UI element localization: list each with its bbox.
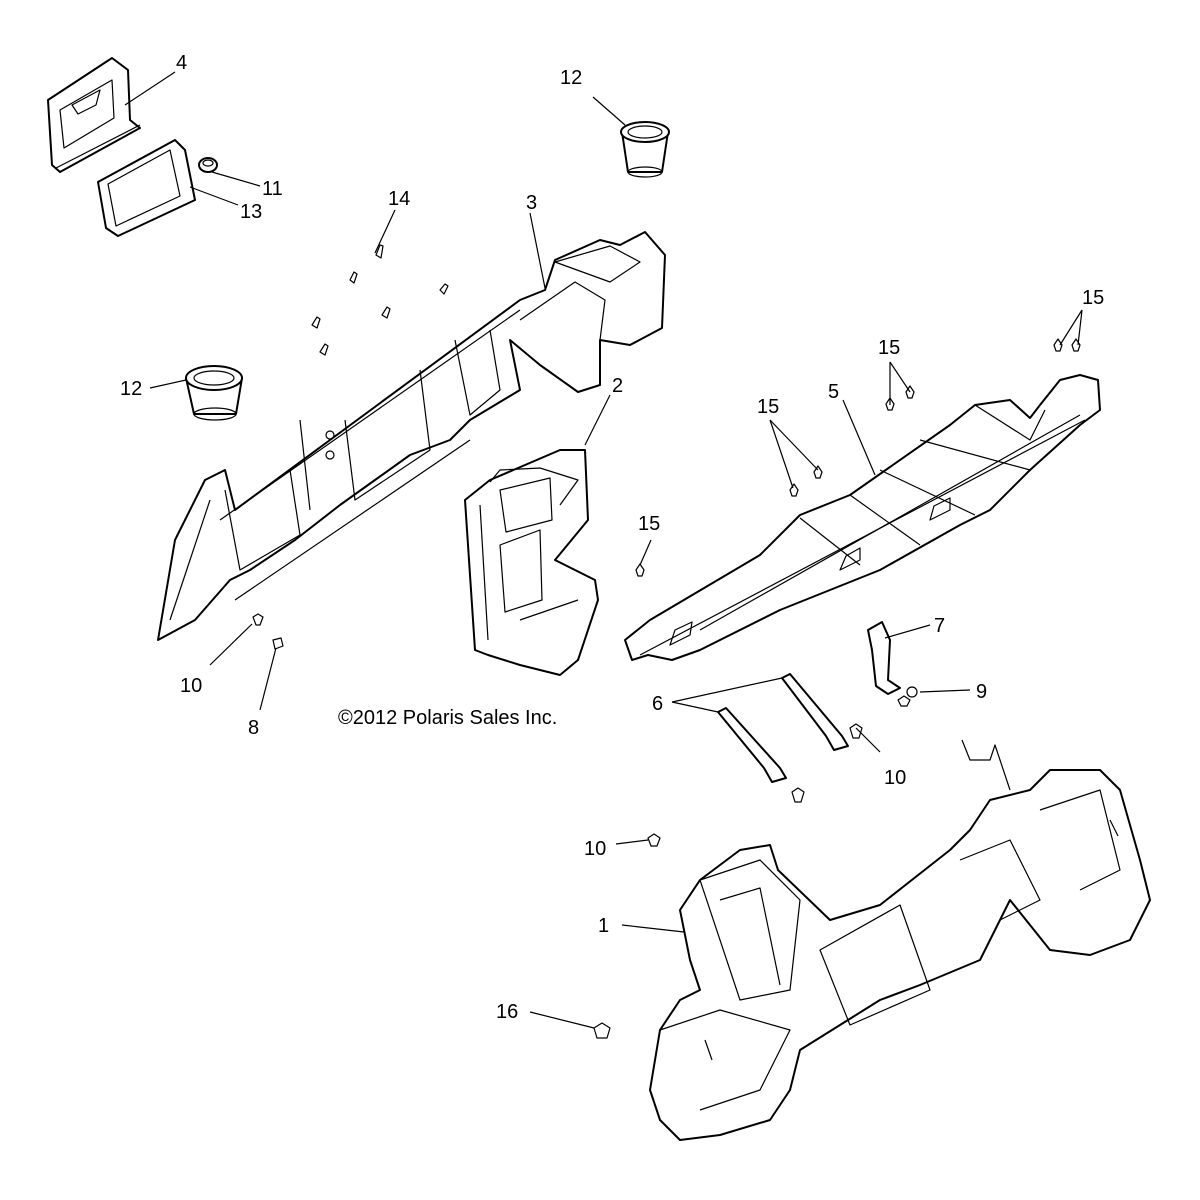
callout-12-top: 12	[560, 67, 582, 89]
callout-8: 8	[248, 717, 259, 739]
part-14-fasteners	[311, 244, 449, 356]
callout-13: 13	[240, 201, 262, 223]
part-12-cup-holder-top	[620, 121, 670, 178]
callout-6: 6	[652, 693, 663, 715]
callout-15-c: 15	[1082, 287, 1104, 309]
callout-7: 7	[934, 615, 945, 637]
callout-9: 9	[976, 681, 987, 703]
callout-10-middle: 10	[884, 767, 906, 789]
part-12-cup-holder-left	[185, 365, 243, 421]
callout-11: 11	[262, 178, 283, 200]
part-11-grommet	[198, 157, 218, 173]
part-13-gasket	[97, 139, 196, 237]
callout-12-left: 12	[120, 378, 142, 400]
callout-14: 14	[388, 188, 410, 210]
callout-15-a: 15	[878, 337, 900, 359]
callout-2: 2	[612, 375, 623, 397]
leader-lines	[124, 71, 1083, 1029]
callout-labels: 4 11 13 12 12 14 3 2 5 15 15 15 15 10 8 …	[120, 52, 1104, 1023]
part-2-glove-box	[464, 449, 599, 676]
part-3-dash-panel	[157, 231, 666, 641]
callout-10-left: 10	[180, 675, 202, 697]
part-8-clip	[272, 637, 284, 650]
part-4-access-door	[47, 57, 141, 173]
callout-3: 3	[526, 192, 537, 214]
callout-15-b: 15	[757, 396, 779, 418]
callout-10-lower: 10	[584, 838, 606, 860]
callout-16: 16	[496, 1001, 518, 1023]
copyright-notice: ©2012 Polaris Sales Inc.	[338, 707, 557, 729]
part-10-fastener-left	[252, 613, 264, 626]
part-7-bracket	[867, 621, 901, 695]
part-9-screw	[897, 686, 918, 707]
part-6-supports	[717, 673, 849, 783]
part-16-screw	[593, 1022, 611, 1039]
callout-4: 4	[176, 52, 187, 74]
part-15-push-pins	[635, 338, 1081, 577]
callout-1: 1	[598, 915, 609, 937]
callout-5: 5	[828, 381, 839, 403]
part-1-dash-structure	[649, 739, 1151, 1141]
part-5-dash-cover	[624, 374, 1101, 661]
callout-15-d: 15	[638, 513, 660, 535]
